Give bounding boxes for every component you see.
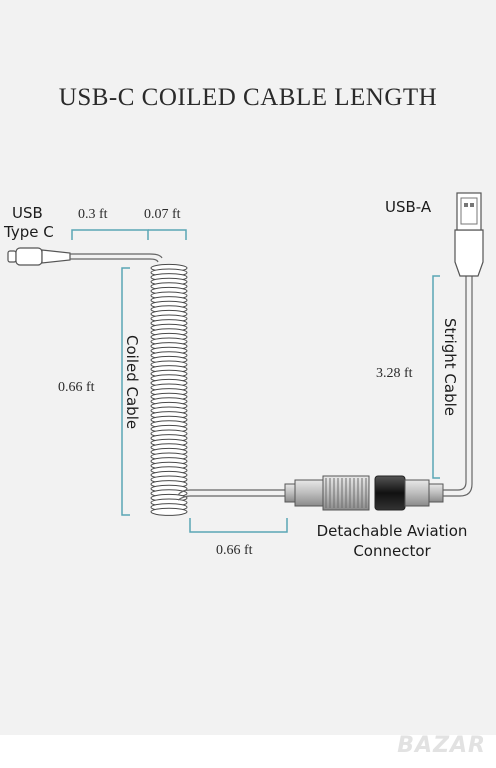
aviation-connector-label-line1: Detachable Aviation [317,522,468,540]
dimension-label-top-left: 0.3 ft [78,207,108,222]
footer-bar [0,735,496,768]
aviation-connector [284,475,444,511]
usb-c-label-line2: Type C [3,223,54,241]
usb-c-plug [7,247,71,266]
aviation-connector-label-line2: Connector [353,542,431,560]
straight-cable-label: Stright Cable [441,318,459,416]
straight-cable [443,276,473,497]
dimension-coil [121,267,130,516]
diagram-title: USB-C COILED CABLE LENGTH [58,84,438,111]
coiled-cable-label: Coiled Cable [123,335,141,429]
dimension-label-top-right: 0.07 ft [144,207,181,222]
usb-c-label-line1: USB [12,204,43,222]
dimension-top-left [71,229,149,240]
dimension-label-bottom: 0.66 ft [216,543,253,558]
coiled-cable [150,263,188,516]
usb-a-label: USB-A [385,198,432,216]
dimension-label-straight: 3.28 ft [376,366,413,381]
dimension-straight [432,275,440,479]
usb-a-plug [454,192,484,277]
watermark-logo: BAZAR [397,733,486,758]
dimension-bottom [189,518,288,533]
usb-c-cable [70,253,163,263]
dimension-top-right [148,229,187,240]
coil-loop [150,507,188,516]
coil-to-connector-cable [177,489,285,501]
dimension-label-coil: 0.66 ft [58,380,95,395]
